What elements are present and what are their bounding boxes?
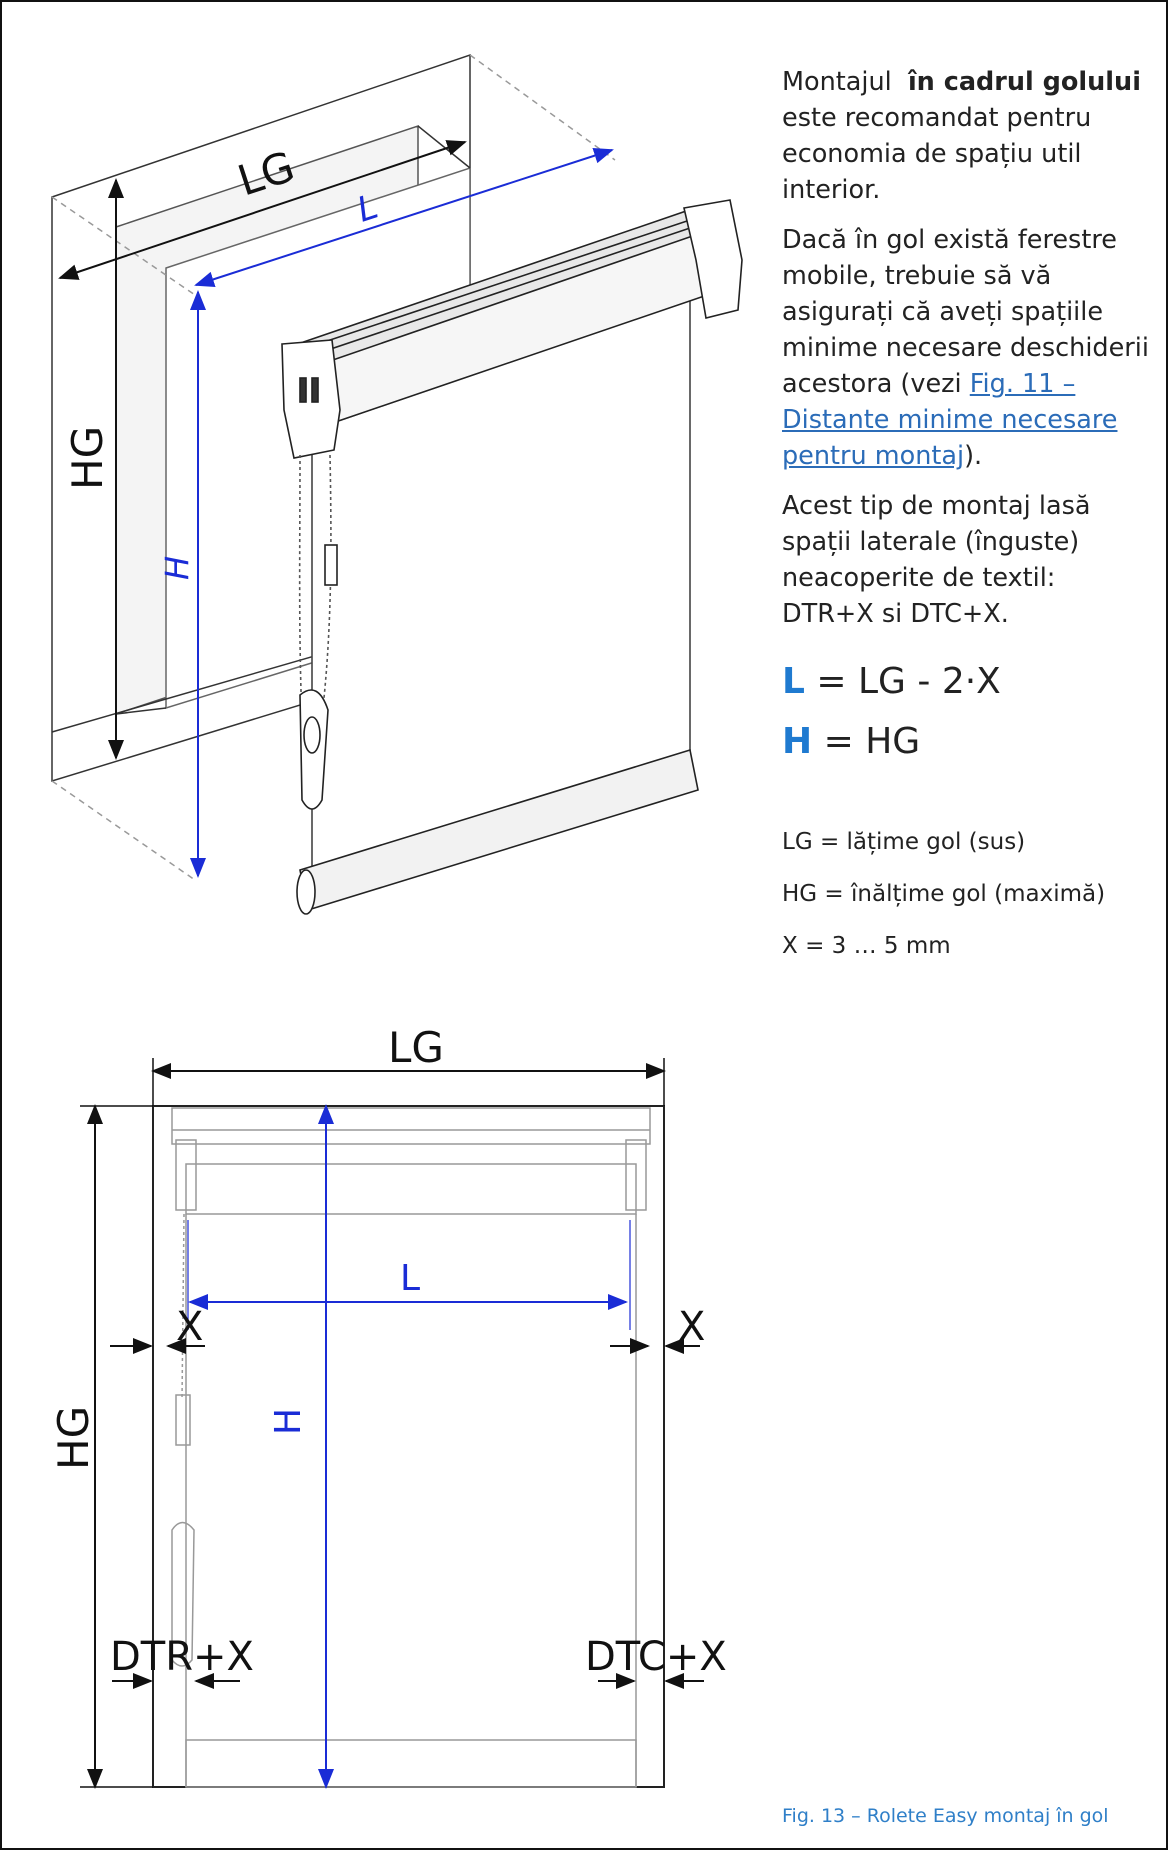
formula-l-symbol: L <box>782 661 805 702</box>
p2-text-start: Dacă în gol există ferestre mobile, treb… <box>782 225 1149 399</box>
figure-caption: Fig. 13 – Rolete Easy montaj în gol <box>782 1805 1109 1827</box>
dim-label-h-bottom: H <box>268 1408 309 1435</box>
formula-h-symbol: H <box>782 721 813 762</box>
figure-11-link[interactable]: Fig. 11 – Distante minime necesare pentr… <box>782 369 1118 471</box>
p1-text-end: este recomandat pentru economia de spați… <box>782 103 1092 205</box>
definitions-list: LG = lățime gol (sus) HG = înălțime gol … <box>782 816 1152 972</box>
dim-label-hg-bottom: HG <box>49 1406 98 1470</box>
dim-label-dtr: DTR+X <box>110 1634 254 1680</box>
definition-hg: HG = înălțime gol (maximă) <box>782 881 1106 907</box>
p1-text-start: Montajul <box>782 67 908 97</box>
paragraph-recommendation: Montajul în cadrul golului este recomand… <box>782 64 1152 208</box>
dim-label-x-left: X <box>176 1304 203 1350</box>
dim-label-lg-bottom: LG <box>388 1023 444 1072</box>
formula-l-expression: = LG - 2·X <box>804 661 1001 702</box>
front-view-drawing: LG HG L H X X DTR+X DTC+X <box>49 1023 727 1789</box>
p1-bold-text: în cadrul golului <box>907 67 1141 97</box>
opening-outline <box>152 1105 665 1788</box>
formula-l: L = LG - 2·X <box>782 658 1152 706</box>
paragraph-windows: Dacă în gol există ferestre mobile, treb… <box>782 222 1152 474</box>
paragraph-gaps: Acest tip de montaj lasă spații laterale… <box>782 491 1091 629</box>
dim-label-hg-top: HG <box>63 426 112 490</box>
formula-h-expression: = HG <box>812 721 921 762</box>
dim-label-h-top: H <box>158 556 196 580</box>
description-column: Montajul în cadrul golului este recomand… <box>782 64 1152 972</box>
blind-front-parts <box>171 1107 651 1788</box>
dim-label-x-right: X <box>678 1304 705 1350</box>
dim-line-l-top <box>194 147 614 288</box>
definition-x: X = 3 … 5 mm <box>782 933 951 959</box>
p2-text-end: ). <box>964 441 983 471</box>
isometric-drawing: LG L HG H <box>51 53 743 915</box>
dim-label-l-bottom: L <box>400 1258 420 1299</box>
definition-lg: LG = lățime gol (sus) <box>782 829 1026 855</box>
formula-h: H = HG <box>782 718 1152 766</box>
dim-label-dtc: DTC+X <box>585 1634 727 1680</box>
